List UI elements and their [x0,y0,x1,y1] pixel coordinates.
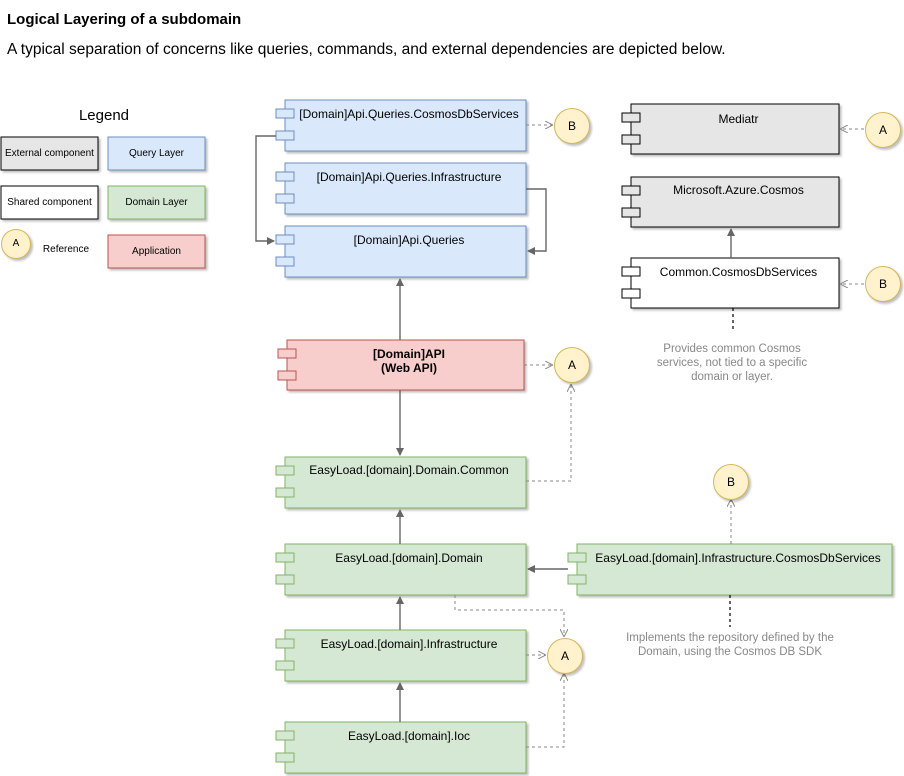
component-domain-common [275,456,527,509]
component-infra-cosmos [567,543,893,596]
legend-shared-box [0,185,99,220]
ref-b-infra-cosmos: B [713,464,749,500]
label-web-api-kind: (Web API) [381,361,437,375]
legend-reference-marker: A [1,229,31,259]
component-queries [275,225,527,278]
legend-external-box [0,136,99,171]
note-infra-cosmos: Implements the repository defined by the… [626,632,834,658]
diagram-title: Logical Layering of a subdomain [7,11,242,28]
legend-application-label: Application [132,246,181,257]
component-azure-cosmos [621,176,840,228]
component-queries-infra [275,162,527,215]
label-queries-infra: [Domain]Api.Queries.Infrastructure [316,170,502,184]
label-infra-cosmos: EasyLoad.[domain].Infrastructure.CosmosD… [595,551,881,565]
legend-query-label: Query Layer [128,148,185,159]
label-queries-cosmos: [Domain]Api.Queries.CosmosDbServices [299,107,519,121]
label-mediatr: Mediatr [718,112,759,126]
component-mediatr [621,103,840,155]
legend-shared-label: Shared component [7,197,92,208]
ref-b-queries-cosmos: B [554,108,590,144]
ref-a-web-api: A [554,347,590,383]
legend-query-box [107,136,206,171]
legend-domain-label: Domain Layer [125,197,188,208]
component-common-cosmos [621,257,840,309]
legend-heading: Legend [78,107,130,124]
note-common-cosmos: Provides common Cosmos services, not tie… [656,343,808,383]
ref-a-domain: A [547,638,583,674]
edge-cosmos-to-queries [255,135,276,245]
label-web-api-name: [Domain]API [373,347,445,361]
edge-domain-ref-a [454,595,564,636]
legend-domain-box [107,185,206,220]
edge-infra-to-queries [526,188,547,255]
label-domain-common: EasyLoad.[domain].Domain.Common [309,463,509,477]
dependency-edges [255,135,735,722]
reference-edges [454,125,864,748]
legend-application-box [107,234,206,269]
component-queries-cosmos [275,99,527,152]
label-common-cosmos: Common.CosmosDbServices [659,265,818,279]
component-ioc [275,721,527,774]
legend-external-label: External component [5,148,94,159]
label-domain: EasyLoad.[domain].Domain [335,551,483,565]
edge-ioc-ref-a [526,674,564,748]
label-queries: [Domain]Api.Queries [353,233,465,247]
label-azure-cosmos: Microsoft.Azure.Cosmos [673,183,804,197]
ref-b-common-cosmos: B [865,266,901,302]
label-infrastructure: EasyLoad.[domain].Infrastructure [320,637,498,651]
component-domain [275,543,527,596]
diagram-subtitle: A typical separation of concerns like qu… [7,41,726,58]
label-ioc: EasyLoad.[domain].Ioc [347,729,471,743]
note-connectors [729,308,734,627]
legend-reference-label: Reference [42,244,90,255]
component-web-api [277,339,525,391]
ref-a-mediatr: A [865,112,901,148]
edge-domain-common-ref-a [526,385,571,482]
